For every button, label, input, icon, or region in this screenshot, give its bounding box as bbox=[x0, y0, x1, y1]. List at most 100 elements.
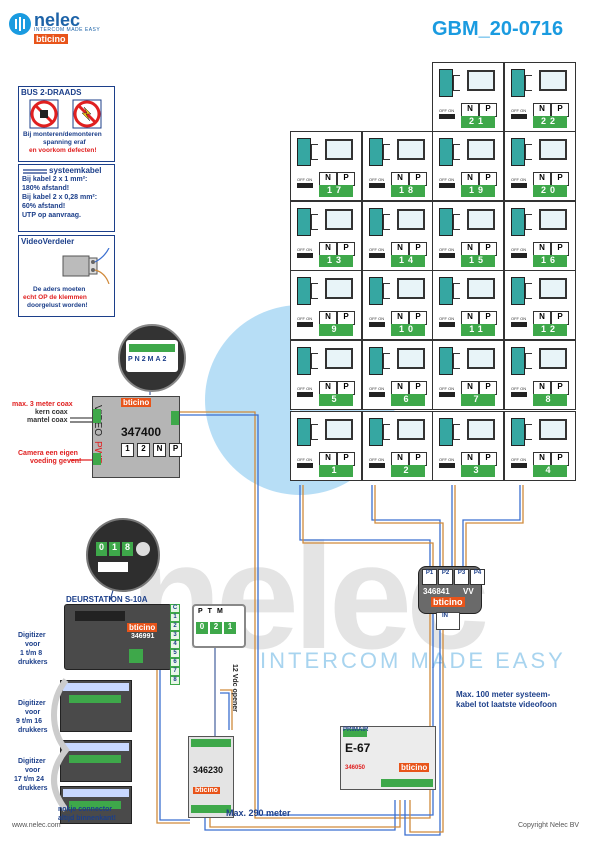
monitor-unit: OFF ON N P 21 bbox=[432, 62, 504, 132]
monitor-switch-label: OFF ON bbox=[369, 457, 385, 462]
digitizer1-line4: drukkers bbox=[18, 659, 48, 666]
interface-code: 346230 bbox=[193, 765, 224, 775]
monitor-terminal-n: N bbox=[533, 311, 551, 325]
vv-col2-wire-blue bbox=[371, 485, 441, 568]
monitor-bus-connector bbox=[525, 75, 532, 91]
monitor-screen-icon bbox=[397, 419, 425, 440]
monitor-screen-icon bbox=[397, 139, 425, 160]
monitor-bus-connector bbox=[525, 353, 532, 369]
monitor-number: 17 bbox=[319, 185, 353, 197]
monitor-terminal-n: N bbox=[319, 172, 337, 186]
monitor-unit: OFF ON N P 20 bbox=[504, 131, 576, 201]
monitor-screen-icon bbox=[325, 278, 353, 299]
monitor-bus-connector bbox=[311, 144, 318, 160]
logo-brand: bticino bbox=[34, 34, 68, 44]
door-side-terminal: 4 bbox=[170, 640, 180, 649]
interface-zoom-digit: 1 bbox=[224, 622, 236, 634]
digitizer-2-terminals bbox=[69, 755, 121, 763]
monitor-screen-icon bbox=[397, 348, 425, 369]
monitor-terminal-block bbox=[297, 347, 311, 375]
bus-warning-line1: Bij monteren/demonteren bbox=[23, 131, 102, 138]
monitor-terminal-p: P bbox=[479, 172, 497, 186]
monitor-unit: OFF ON N P 10 bbox=[362, 270, 434, 340]
monitor-screen-icon bbox=[467, 70, 495, 91]
monitor-terminal-n: N bbox=[533, 172, 551, 186]
monitor-terminal-block bbox=[511, 418, 525, 446]
monitor-number: 6 bbox=[391, 394, 425, 406]
monitor-unit: OFF ON N P 19 bbox=[432, 131, 504, 201]
monitor-number: 1 bbox=[319, 465, 353, 477]
monitor-terminal-block bbox=[297, 138, 311, 166]
interface-zoom-label: T bbox=[207, 608, 212, 615]
monitor-screen-icon bbox=[539, 419, 567, 440]
monitor-switch-label: OFF ON bbox=[439, 108, 455, 113]
monitor-terminal-n: N bbox=[391, 311, 409, 325]
nelec-logo-icon bbox=[9, 13, 31, 35]
monitor-unit: OFF ON N P 14 bbox=[362, 201, 434, 271]
vv-brand: bticino bbox=[431, 597, 465, 607]
monitor-switch-label: OFF ON bbox=[297, 247, 313, 252]
vv-port: P4 bbox=[470, 569, 485, 585]
monitor-switch bbox=[297, 183, 313, 188]
monitor-number: 9 bbox=[319, 324, 353, 336]
monitor-screen-icon bbox=[539, 209, 567, 230]
door-side-terminal: 2 bbox=[170, 622, 180, 631]
door-side-terminal: 1 bbox=[170, 613, 180, 622]
nokje-line2: altijd binnenkant! bbox=[58, 815, 116, 822]
monitor-switch bbox=[511, 253, 527, 258]
monitor-bus-connector bbox=[311, 353, 318, 369]
monitor-bus-connector bbox=[453, 424, 460, 440]
monitor-switch-label: OFF ON bbox=[369, 177, 385, 182]
vv-col4-wire-orange bbox=[465, 485, 524, 568]
monitor-terminal-n: N bbox=[461, 311, 479, 325]
monitor-bus-connector bbox=[453, 353, 460, 369]
monitor-switch bbox=[297, 392, 313, 397]
monitor-switch bbox=[297, 253, 313, 258]
door-wire-blue bbox=[140, 664, 190, 821]
monitor-terminal-p: P bbox=[551, 452, 569, 466]
vv-col1-wire-blue bbox=[299, 485, 431, 568]
monitor-terminal-p: P bbox=[479, 381, 497, 395]
monitor-unit: OFF ON N P 7 bbox=[432, 340, 504, 410]
monitor-number: 2 bbox=[391, 465, 425, 477]
digitizer-2 bbox=[60, 740, 132, 782]
interface-module: 346230 bticino bbox=[188, 736, 234, 818]
monitor-bus-connector bbox=[311, 283, 318, 299]
monitor-number: 8 bbox=[533, 394, 567, 406]
vv-col1-wire-orange bbox=[302, 485, 434, 568]
nokje-line1: nokje connector bbox=[58, 806, 113, 813]
monitor-screen-icon bbox=[325, 139, 353, 160]
monitor-terminal-p: P bbox=[337, 452, 355, 466]
monitor-switch bbox=[439, 183, 455, 188]
opener-label: 12 Vdc opener bbox=[231, 664, 238, 712]
monitor-terminal-block bbox=[297, 418, 311, 446]
vv-port: P2 bbox=[438, 569, 453, 585]
monitor-number: 14 bbox=[391, 255, 425, 267]
vv-code: 346841 bbox=[423, 587, 450, 596]
monitor-switch-label: OFF ON bbox=[439, 247, 455, 252]
door-side-terminal: 5 bbox=[170, 649, 180, 658]
monitor-number: 21 bbox=[461, 116, 495, 128]
monitor-screen-icon bbox=[539, 139, 567, 160]
vv-port: P1 bbox=[422, 569, 437, 585]
monitor-unit: OFF ON N P 2 bbox=[362, 411, 434, 481]
logo-name: nelec bbox=[34, 10, 81, 30]
monitor-unit: OFF ON N P 8 bbox=[504, 340, 576, 410]
monitor-screen-icon bbox=[325, 419, 353, 440]
monitor-unit: OFF ON N P 9 bbox=[290, 270, 362, 340]
door-zoom-digit: 0 bbox=[96, 542, 107, 556]
digitizer3-line1: Digitizer bbox=[18, 758, 46, 765]
monitor-terminal-p: P bbox=[337, 172, 355, 186]
monitor-terminal-p: P bbox=[337, 242, 355, 256]
cable-note-line1: Bij kabel 2 x 1 mm²: bbox=[22, 176, 88, 183]
monitor-screen-icon bbox=[325, 348, 353, 369]
monitor-terminal-n: N bbox=[533, 103, 551, 117]
cable-note-line2: 180% afstand! bbox=[22, 185, 70, 192]
cable-note-line5: UTP op aanvraag. bbox=[22, 212, 82, 219]
vv-in-block: IN bbox=[436, 612, 460, 630]
